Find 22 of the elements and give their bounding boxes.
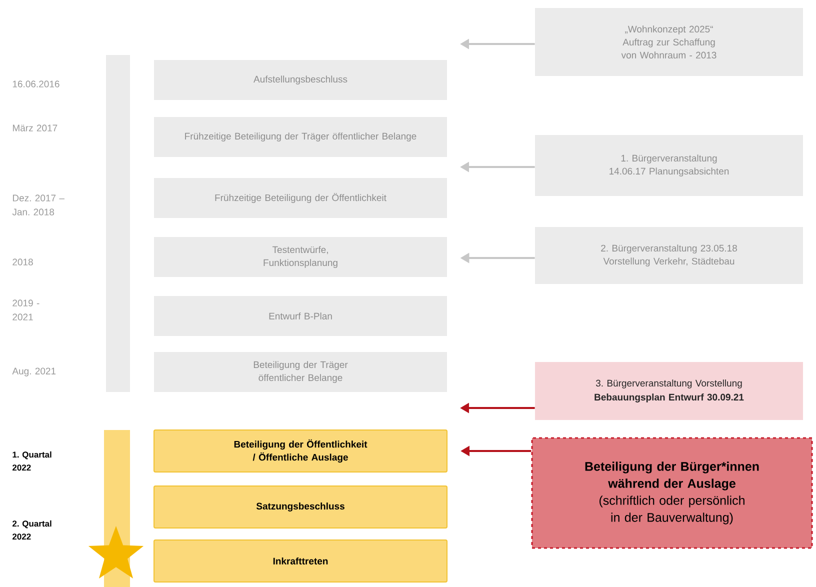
- event-box: 2. Bürgerveranstaltung 23.05.18 Vorstellung Verkehr, Städtebau: [535, 227, 803, 284]
- date-label: 2019 - 2021: [12, 300, 40, 320]
- step-box: Frühzeitige Beteiligung der Öffentlichkeit: [154, 178, 447, 218]
- callout-box: Beteiligung der Bürger*innen während der Auslage (schriftlich oder persönlich in der Bauverwaltung): [531, 437, 813, 549]
- date-label: 2018: [12, 258, 33, 266]
- step-box: Frühzeitige Beteiligung der Träger öffentlicher Belange: [154, 117, 447, 157]
- date-label: 1. Quartal 2022: [12, 451, 52, 471]
- step-box: Beteiligung der Öffentlichkeit / Öffentliche Auslage: [154, 430, 448, 472]
- step-box: Testentwürfe, Funktionsplanung: [154, 237, 447, 277]
- event-box: 1. Bürgerveranstaltung 14.06.17 Planungsabsichten: [535, 135, 803, 196]
- step-box: Beteiligung der Träger öffentlicher Belange: [154, 352, 447, 392]
- date-label: Dez. 2017 – Jan. 2018: [12, 194, 64, 216]
- date-label: Aug. 2021: [12, 368, 56, 376]
- step-box: Inkrafttreten: [154, 540, 448, 582]
- date-label: 16.06.2016: [12, 80, 60, 88]
- event-box: 3. Bürgerveranstaltung Vorstellung Bebauungsplan Entwurf 30.09.21: [535, 362, 803, 420]
- date-label: 2. Quartal 2022: [12, 520, 52, 540]
- step-box: Satzungsbeschluss: [154, 486, 448, 528]
- event-box: „Wohnkonzept 2025“ Auftrag zur Schaffung von Wohnraum - 2013: [535, 8, 803, 76]
- step-box: Entwurf B-Plan: [154, 296, 447, 336]
- date-label: März 2017: [13, 124, 58, 132]
- step-box: Aufstellungsbeschluss: [154, 60, 447, 100]
